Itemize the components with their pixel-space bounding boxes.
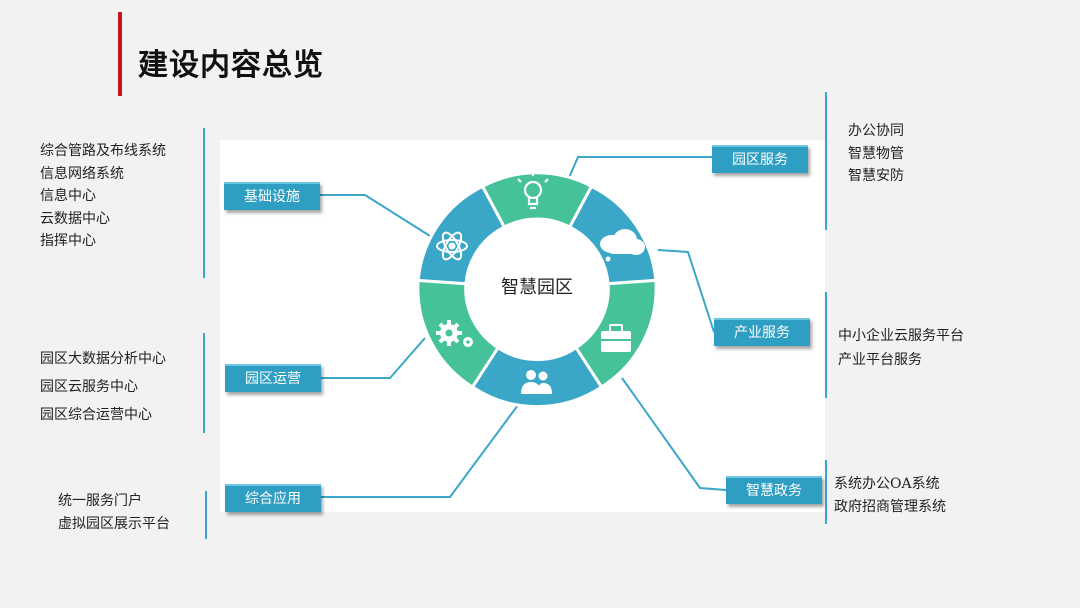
list-item: 信息中心	[40, 188, 96, 204]
list-item: 中小企业云服务平台	[838, 328, 964, 344]
lightbulb-icon	[517, 172, 549, 210]
ring-center	[469, 221, 605, 357]
gears-icon	[436, 320, 473, 347]
list-item: 综合管路及布线系统	[40, 143, 166, 159]
item-list-zhihuizhengwu: 系统办公OA系统 政府招商管理系统	[834, 473, 946, 518]
connector-jichusheshi	[320, 194, 431, 237]
item-list-jichusheshi: 综合管路及布线系统 信息网络系统 信息中心 云数据中心 指挥中心	[40, 140, 166, 253]
briefcase-icon	[601, 324, 631, 352]
connector-zongheyingyong	[320, 404, 519, 498]
cloud-icon	[600, 229, 645, 262]
category-box-zongheyingyong[interactable]: 综合应用	[225, 484, 321, 512]
list-item: 系统办公OA系统	[834, 476, 940, 492]
connector-yuanquyunying	[320, 337, 426, 379]
divider-left-3	[205, 491, 207, 539]
list-item: 园区综合运营中心	[40, 407, 152, 423]
list-item: 园区大数据分析中心	[40, 351, 166, 367]
item-list-zongheyingyong: 统一服务门户 虚拟园区展示平台	[58, 490, 170, 535]
list-item: 云数据中心	[40, 210, 110, 227]
list-item: 政府招商管理系统	[834, 498, 946, 515]
item-list-yuanqufuwu: 办公协同 智慧物管 智慧安防	[848, 120, 904, 188]
category-box-jichusheshi[interactable]: 基础设施	[224, 182, 320, 210]
item-list-chanyefuwu: 中小企业云服务平台 产业平台服务	[838, 324, 964, 372]
atom-icon	[436, 231, 468, 261]
page-title: 建设内容总览	[138, 48, 324, 83]
category-box-yuanqufuwu[interactable]: 园区服务	[712, 145, 808, 173]
list-item: 指挥中心	[40, 233, 96, 249]
divider-right-2	[825, 292, 827, 398]
category-box-chanyefuwu[interactable]: 产业服务	[714, 318, 810, 346]
list-item: 办公协同	[848, 123, 904, 139]
divider-right-3	[825, 460, 827, 524]
category-box-yuanquyunying[interactable]: 园区运营	[225, 364, 321, 392]
center-label: 智慧园区	[501, 277, 573, 298]
list-item: 产业平台服务	[838, 352, 922, 368]
list-item: 园区云服务中心	[40, 379, 138, 395]
users-icon	[521, 370, 552, 394]
divider-left-1	[203, 128, 205, 278]
list-item: 智慧安防	[848, 168, 904, 184]
connector-lines	[320, 156, 727, 498]
divider-left-2	[203, 333, 205, 433]
list-item: 虚拟园区展示平台	[58, 515, 170, 532]
connector-zhihuizhengwu	[621, 377, 727, 491]
item-list-yuanquyunying: 园区大数据分析中心 园区云服务中心 园区综合运营中心	[40, 345, 166, 429]
category-box-zhihuizhengwu[interactable]: 智慧政务	[726, 476, 822, 504]
list-item: 信息网络系统	[40, 165, 124, 182]
title-accent-bar	[118, 12, 122, 96]
connector-chanyefuwu	[657, 249, 715, 333]
list-item: 智慧物管	[848, 145, 904, 162]
list-item: 统一服务门户	[58, 493, 142, 509]
connector-yuanqufuwu	[567, 156, 712, 181]
divider-right-1	[825, 92, 827, 230]
